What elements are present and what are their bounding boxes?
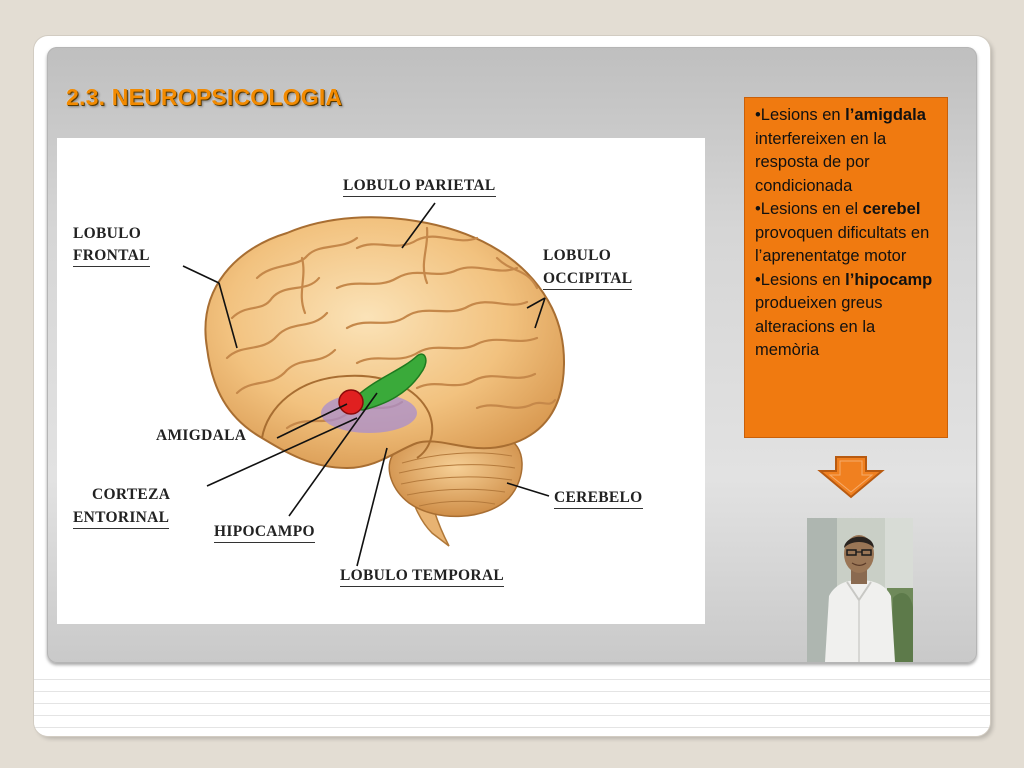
arrow-down-icon bbox=[817, 456, 885, 499]
lesion-amigdala-prefix: •Lesions en bbox=[755, 106, 846, 124]
amygdala-region bbox=[338, 389, 364, 415]
lesion-amigdala: •Lesions en l’amigdala interfereixen en … bbox=[755, 104, 941, 198]
patient-photo bbox=[807, 518, 913, 662]
label-lobulo-occipital-line2: OCCIPITAL bbox=[543, 269, 633, 290]
brain-illustration bbox=[182, 202, 565, 567]
label-lobulo-frontal-line1: LOBULO bbox=[73, 225, 142, 242]
cerebrum bbox=[204, 216, 565, 470]
lesion-cerebel: •Lesions en el cerebel provoquen dificul… bbox=[755, 198, 941, 269]
label-lobulo-occipital-line1: LOBULO bbox=[543, 247, 612, 264]
pointer-lines bbox=[182, 202, 550, 567]
lesion-hipocamp-prefix: •Lesions en bbox=[755, 270, 846, 289]
lesion-amigdala-text: interfereixen en la resposta de por cond… bbox=[755, 129, 887, 195]
lesion-hipocamp: •Lesions en l’hipocamp produeixen greus … bbox=[755, 269, 941, 363]
cerebellum-folds bbox=[398, 452, 516, 507]
lesion-hipocamp-term: l’hipocamp bbox=[845, 270, 933, 289]
lesion-cerebel-text: provoquen dificultats en l’aprenentatge … bbox=[755, 223, 930, 266]
label-lobulo-frontal-line2: FRONTAL bbox=[73, 246, 150, 267]
label-lobulo-temporal: LOBULO TEMPORAL bbox=[340, 566, 504, 587]
lesion-cerebel-prefix: •Lesions en el bbox=[755, 200, 863, 218]
frame-lines bbox=[34, 668, 990, 736]
slide-title: 2.3. NEUROPSICOLOGIA bbox=[66, 84, 343, 110]
label-corteza-entorinal-line1: CORTEZA bbox=[92, 486, 171, 503]
lesion-cerebel-term: cerebel bbox=[862, 200, 921, 218]
label-hipocampo: HIPOCAMPO bbox=[214, 522, 315, 543]
label-lobulo-parietal: LOBULO PARIETAL bbox=[343, 176, 496, 197]
label-cerebelo: CEREBELO bbox=[554, 488, 643, 509]
lesions-textbox: •Lesions en l’amigdala interfereixen en … bbox=[744, 97, 948, 438]
brain-diagram: LOBULO PARIETAL LOBULO FRONTAL LOBULO OC… bbox=[57, 138, 705, 624]
lesion-hipocamp-text: produeixen greus alteracions en la memòr… bbox=[755, 294, 883, 359]
label-corteza-entorinal-line2: ENTORINAL bbox=[73, 508, 170, 529]
lesion-amigdala-term: l’amigdala bbox=[845, 106, 926, 124]
label-amigdala: AMIGDALA bbox=[156, 427, 247, 444]
